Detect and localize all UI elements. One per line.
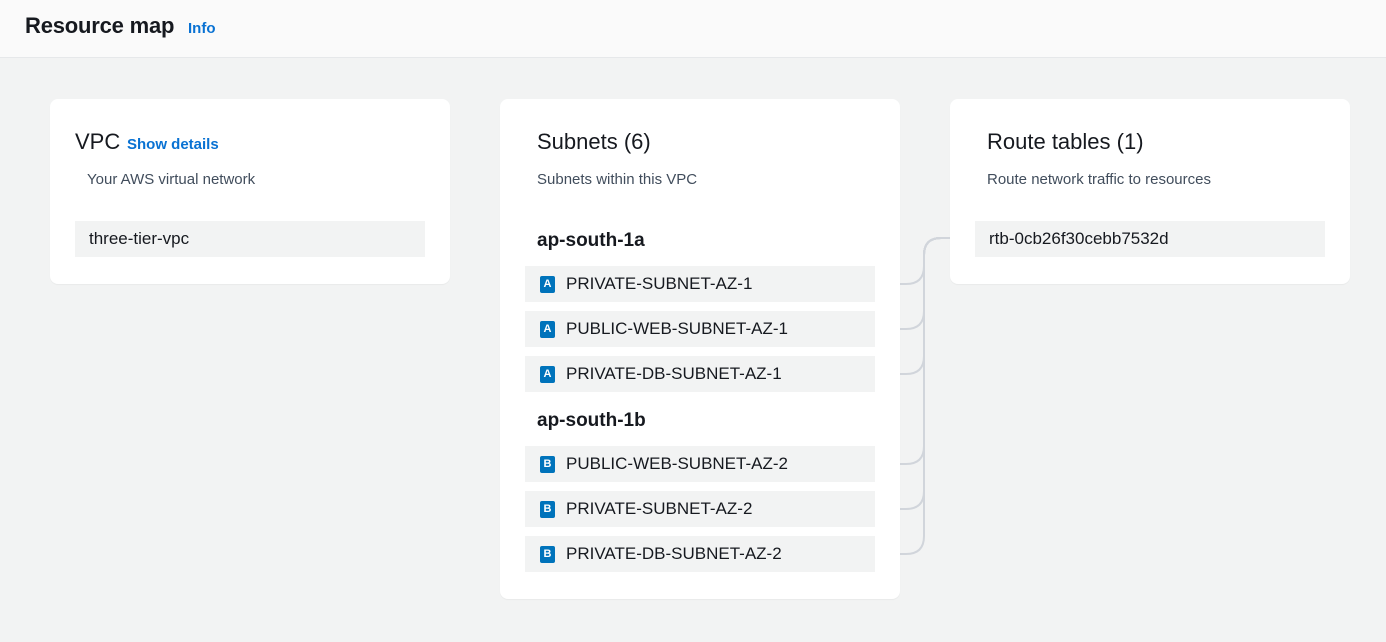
show-details-link[interactable]: Show details xyxy=(127,136,219,153)
subnet-name: PRIVATE-SUBNET-AZ-2 xyxy=(566,499,753,518)
subnets-card: Subnets (6) Subnets within this VPC ap-s… xyxy=(500,99,900,599)
subnets-card-title: Subnets (6) xyxy=(537,129,651,154)
route-tables-card-subtitle: Route network traffic to resources xyxy=(987,171,1211,188)
vpc-item[interactable]: three-tier-vpc xyxy=(75,221,425,257)
subnet-name: PRIVATE-SUBNET-AZ-1 xyxy=(566,274,753,293)
subnets-card-subtitle: Subnets within this VPC xyxy=(537,171,698,188)
page-header: Resource map Info xyxy=(0,0,1386,58)
availability-zone-badge-icon: A xyxy=(540,275,555,293)
availability-zone-badge-icon: A xyxy=(540,320,555,338)
availability-zone-badge-icon: B xyxy=(540,545,555,563)
vpc-card-title: VPC xyxy=(75,129,121,154)
subnet-item[interactable]: B PRIVATE-SUBNET-AZ-2 xyxy=(525,491,875,527)
route-table-id: rtb-0cb26f30cebb7532d xyxy=(989,229,1169,248)
subnet-name: PUBLIC-WEB-SUBNET-AZ-2 xyxy=(566,454,788,473)
subnet-item[interactable]: A PRIVATE-DB-SUBNET-AZ-1 xyxy=(525,356,875,392)
subnet-name: PRIVATE-DB-SUBNET-AZ-1 xyxy=(566,364,782,383)
subnet-item[interactable]: A PRIVATE-SUBNET-AZ-1 xyxy=(525,266,875,302)
subnet-item[interactable]: B PRIVATE-DB-SUBNET-AZ-2 xyxy=(525,536,875,572)
subnet-name: PRIVATE-DB-SUBNET-AZ-2 xyxy=(566,544,782,563)
route-table-item[interactable]: rtb-0cb26f30cebb7532d xyxy=(975,221,1325,257)
az-heading-ap-south-1a: ap-south-1a xyxy=(537,230,645,251)
subnet-name: PUBLIC-WEB-SUBNET-AZ-1 xyxy=(566,319,788,338)
subnet-item[interactable]: B PUBLIC-WEB-SUBNET-AZ-2 xyxy=(525,446,875,482)
route-tables-card: Route tables (1) Route network traffic t… xyxy=(950,99,1350,284)
az-heading-ap-south-1b: ap-south-1b xyxy=(537,410,646,431)
availability-zone-badge-icon: B xyxy=(540,500,555,518)
info-link[interactable]: Info xyxy=(188,20,216,37)
availability-zone-badge-icon: A xyxy=(540,365,555,383)
page-title: Resource map xyxy=(25,13,175,38)
subnet-item[interactable]: A PUBLIC-WEB-SUBNET-AZ-1 xyxy=(525,311,875,347)
vpc-card: VPC Show details Your AWS virtual networ… xyxy=(50,99,450,284)
route-tables-card-title: Route tables (1) xyxy=(987,129,1144,154)
availability-zone-badge-icon: B xyxy=(540,455,555,473)
vpc-name: three-tier-vpc xyxy=(89,229,190,248)
vpc-card-subtitle: Your AWS virtual network xyxy=(87,171,256,188)
